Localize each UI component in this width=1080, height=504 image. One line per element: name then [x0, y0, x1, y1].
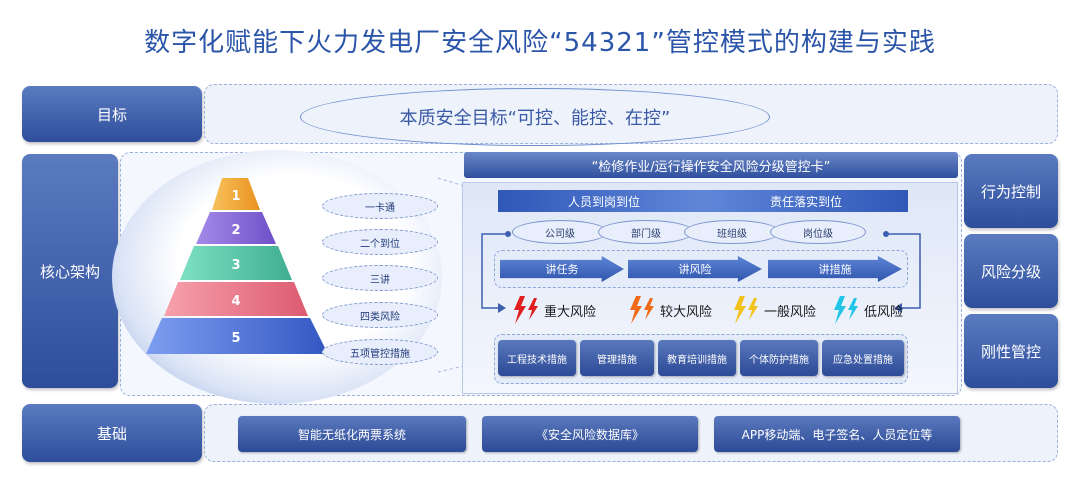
- bar-left-text: 人员到岗到位: [568, 195, 641, 209]
- base-item-risk-database: 《安全风险数据库》: [482, 416, 698, 452]
- responsibility-bar: 人员到岗到位 责任落实到位: [498, 190, 908, 212]
- measure-engineering: 工程技术措施: [498, 340, 576, 376]
- goal-ellipse: 本质安全目标“可控、能控、在控”: [300, 88, 770, 146]
- pyramid-level-3: [180, 246, 292, 280]
- pyramid-number-5: 5: [231, 331, 240, 346]
- risk-label: 一般风险: [764, 304, 817, 320]
- right-label-grading: 风险分级: [964, 234, 1058, 308]
- risk-label: 较大风险: [660, 304, 713, 320]
- lightning-icon: [734, 296, 758, 324]
- pyramid-number-3: 3: [231, 258, 240, 273]
- measure-management: 管理措施: [580, 340, 654, 376]
- pyramid-label-3: 三讲: [322, 265, 438, 291]
- pyramid-level-4: [164, 282, 308, 316]
- lightning-icon: [834, 296, 858, 324]
- pyramid: 1 2 3 4 5: [146, 178, 328, 354]
- pyramid-number-2: 2: [231, 223, 240, 238]
- pyramid-number-1: 1: [231, 189, 240, 204]
- row-label-base: 基础: [22, 404, 202, 462]
- bar-right-text: 责任落实到位: [770, 195, 843, 209]
- arrow-measure: 讲措施: [768, 256, 902, 282]
- pyramid-number-4: 4: [231, 294, 240, 309]
- level-post: 岗位级: [770, 220, 866, 244]
- card-title: “检修作业/运行操作安全风险分级管控卡”: [464, 152, 958, 178]
- pyramid-level-5: [146, 318, 328, 354]
- lightning-icon: [514, 296, 538, 324]
- connector-lines: [437, 177, 465, 373]
- right-label-rigid: 刚性管控: [964, 314, 1058, 388]
- base-item-app: APP移动端、电子签名、人员定位等: [714, 416, 960, 452]
- pyramid-level-2: [196, 212, 276, 244]
- risk-label: 低风险: [864, 304, 904, 320]
- arrow-risk: 讲风险: [628, 256, 762, 282]
- risk-low: 低风险: [832, 296, 903, 324]
- right-label-behavior: 行为控制: [964, 154, 1058, 228]
- row-label-goal: 目标: [22, 86, 202, 142]
- pyramid-level-1: [212, 178, 260, 210]
- measure-training: 教育培训措施: [658, 340, 736, 376]
- risk-large: 较大风险: [628, 296, 712, 324]
- pyramid-label-2: 二个到位: [322, 229, 438, 255]
- pyramid-label-5: 五项管控措施: [322, 339, 438, 365]
- risk-general: 一般风险: [732, 296, 816, 324]
- cycle-arrows: [481, 231, 921, 313]
- measure-protection: 个体防护措施: [740, 340, 818, 376]
- measure-emergency: 应急处置措施: [822, 340, 904, 376]
- risk-major: 重大风险: [512, 296, 596, 324]
- row-label-core: 核心架构: [22, 154, 118, 388]
- pyramid-label-4: 四类风险: [322, 302, 438, 328]
- pyramid-label-1: 一卡通: [322, 193, 438, 219]
- risk-label: 重大风险: [544, 304, 597, 320]
- arrow-task: 讲任务: [500, 256, 624, 282]
- level-department: 部门级: [598, 220, 694, 244]
- page-title: 数字化赋能下火力发电厂安全风险“54321”管控模式的构建与实践: [144, 28, 936, 58]
- level-company: 公司级: [512, 220, 608, 244]
- base-item-ticket-system: 智能无纸化两票系统: [238, 416, 466, 452]
- lightning-icon: [630, 296, 654, 324]
